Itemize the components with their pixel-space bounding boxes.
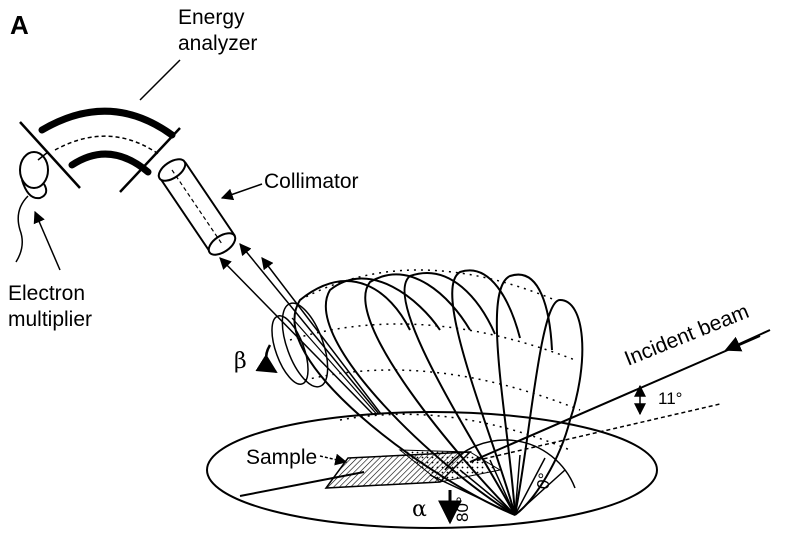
electron-multiplier-label-line1: Electron: [8, 282, 85, 305]
energy-analyzer-leader: [139, 59, 181, 101]
collimator-pointer: [220, 183, 263, 201]
collimator-label: Collimator: [264, 170, 359, 193]
energy-analyzer-label-line1: Energy: [178, 6, 245, 29]
sample-label: Sample: [246, 446, 317, 469]
sample-shadow: [398, 449, 502, 483]
incident-beam: [469, 335, 761, 463]
angle-11-label: 11°: [658, 389, 682, 408]
panel-label: A: [10, 10, 29, 40]
electron-multiplier-pointer: [33, 210, 61, 271]
electron-multiplier: [15, 151, 49, 263]
collimator: [157, 158, 237, 256]
energy-analyzer: [19, 107, 181, 193]
incident-beam-arrow: [724, 329, 771, 352]
alpha-label: α: [412, 497, 427, 522]
angle-0-label: 0°: [533, 471, 555, 490]
beta-rotation: [255, 302, 329, 388]
incident-beam-label: Incident beam: [621, 300, 752, 371]
angular-scan-dome: [289, 269, 584, 516]
sample-pointer: [319, 453, 348, 466]
angle-80-label: 80°: [453, 496, 472, 522]
beta-label: β: [234, 349, 247, 374]
electron-multiplier-label-line2: multiplier: [8, 308, 92, 331]
surface-reference-line: [469, 403, 721, 463]
energy-analyzer-label-line2: analyzer: [178, 32, 257, 55]
